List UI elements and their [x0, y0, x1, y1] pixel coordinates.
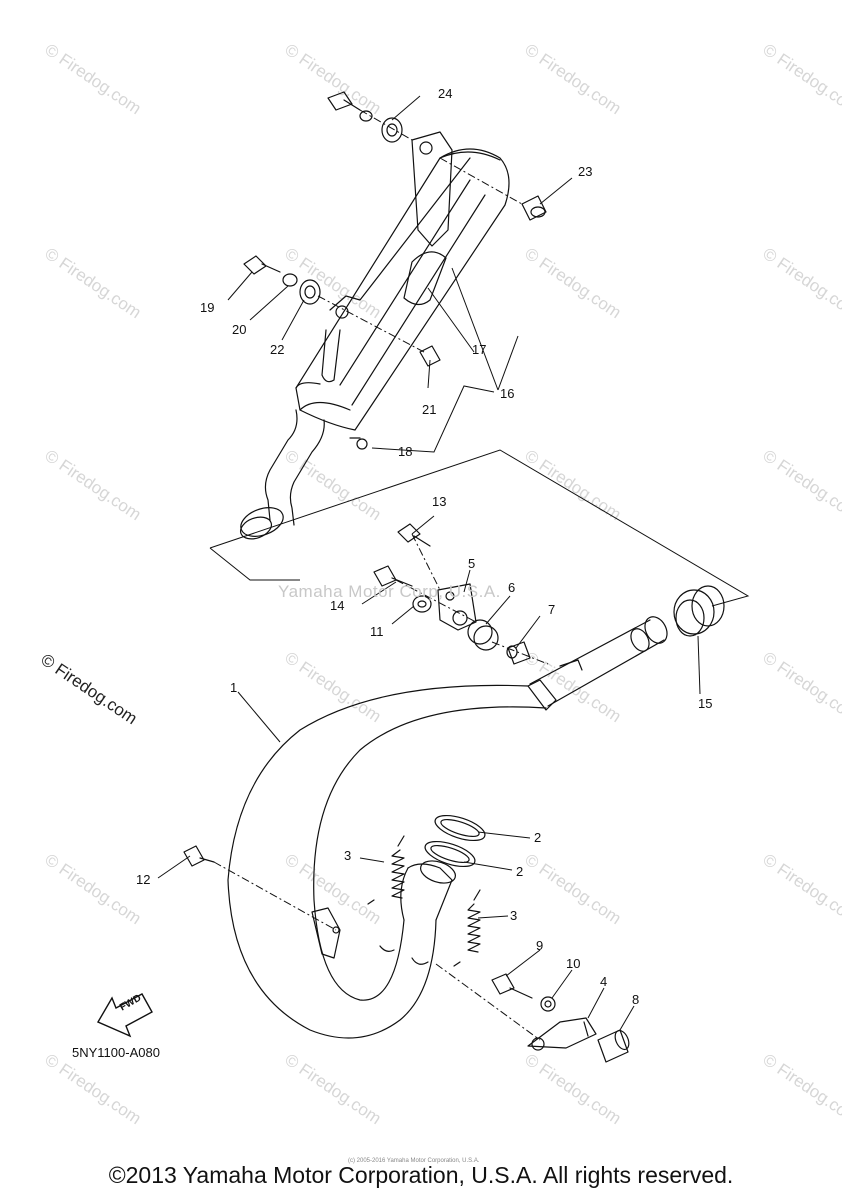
part-label-24: 24 — [438, 86, 453, 101]
part-label-18: 18 — [398, 444, 413, 459]
seal-15 — [673, 585, 725, 637]
part-label-9: 9 — [536, 938, 544, 953]
bracket-4 — [527, 1017, 597, 1051]
gasket-2-lower — [424, 840, 476, 868]
collar-21 — [419, 345, 441, 367]
spring-3-lower — [453, 889, 481, 967]
washer-10 — [540, 996, 556, 1012]
part-label-4: 4 — [600, 974, 608, 989]
part-label-16: 16 — [500, 386, 515, 401]
part-label-1: 1 — [230, 680, 238, 695]
part-label-6: 6 — [508, 580, 516, 595]
gasket-2-upper — [434, 814, 486, 842]
part-label-13: 13 — [432, 494, 447, 509]
grommet-6 — [467, 619, 499, 651]
part-label-8: 8 — [632, 992, 640, 1007]
part-label-17: 17 — [472, 342, 487, 357]
part-label-15: 15 — [698, 696, 713, 711]
part-label-2-lower: 2 — [516, 864, 524, 879]
part-label-21: 21 — [422, 402, 437, 417]
part-label-7: 7 — [548, 602, 556, 617]
part-label-23: 23 — [578, 164, 593, 179]
bolt-12 — [183, 845, 215, 867]
spring-3-upper — [367, 835, 405, 905]
bolt-13 — [397, 523, 431, 547]
part-label-22: 22 — [270, 342, 285, 357]
part-label-11: 11 — [370, 624, 384, 639]
part-label-5: 5 — [468, 556, 476, 571]
tiny-credit: (c) 2005-2016 Yamaha Motor Corporation, … — [348, 1158, 480, 1164]
collar-23 — [521, 195, 547, 221]
diagram-code: 5NY1100-A080 — [72, 1045, 160, 1060]
bolt-19-set — [243, 255, 321, 305]
part-label-19: 19 — [200, 300, 215, 315]
part-label-14: 14 — [330, 598, 345, 613]
fwd-arrow-icon — [96, 993, 153, 1038]
exhaust-pipe — [227, 616, 668, 1039]
bolt-24 — [327, 91, 403, 143]
part-label-20: 20 — [232, 322, 247, 337]
bracket-5 — [437, 583, 477, 631]
part-label-3-upper: 3 — [344, 848, 352, 863]
center-watermark: Yamaha Motor Corp, U.S.A. — [278, 582, 501, 601]
part-label-3-lower: 3 — [510, 908, 518, 923]
copyright-notice: ©2013 Yamaha Motor Corporation, U.S.A. A… — [108, 1162, 734, 1188]
silencer-assembly — [239, 131, 510, 540]
part-label-12: 12 — [136, 872, 151, 887]
part-label-10: 10 — [566, 956, 581, 971]
bolt-9 — [491, 973, 533, 999]
collar-8 — [597, 1029, 630, 1063]
part-label-2-upper: 2 — [534, 830, 542, 845]
